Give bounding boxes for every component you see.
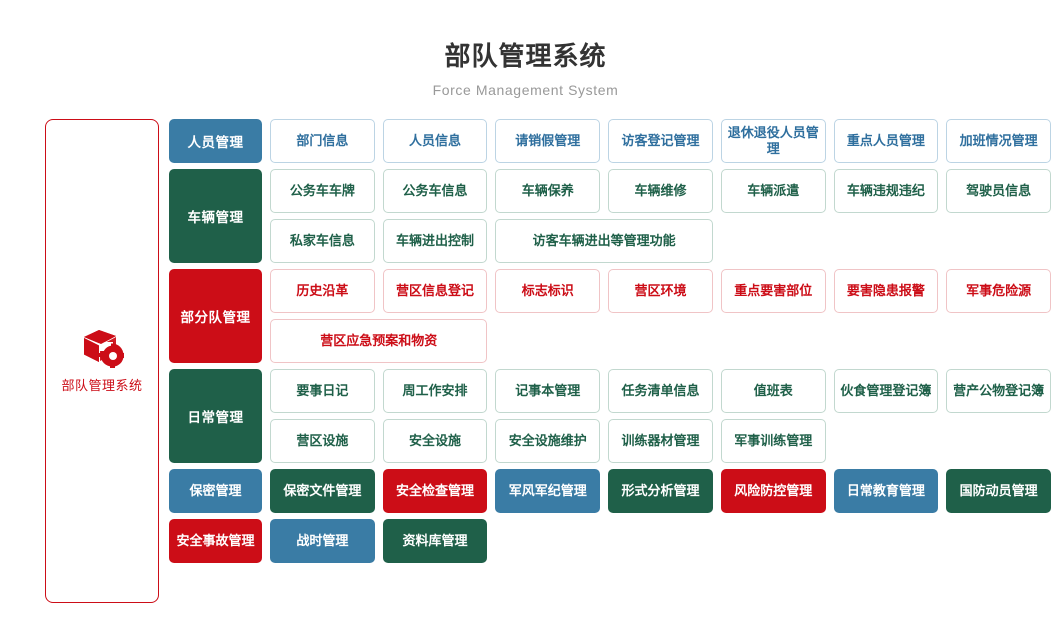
module-tile[interactable]: 公务车车牌 [270,169,375,213]
page-subtitle: Force Management System [432,82,619,98]
module-tile[interactable]: 部门信息 [270,119,375,163]
module-grid: 人员管理 部门信息 人员信息 请销假管理 访客登记管理 退休退役人员管理 重点人… [169,119,1051,569]
module-tile[interactable]: 私家车信息 [270,219,375,263]
module-tile[interactable]: 要害隐患报警 [833,269,939,313]
category-row: 营区应急预案和物资 [270,319,1051,363]
module-tile[interactable]: 重点人员管理 [833,119,939,163]
category-row: 公务车车牌 公务车信息 车辆保养 车辆维修 车辆派遣 车辆违规违纪 驾驶员信息 [270,169,1051,213]
module-tile[interactable]: 驾驶员信息 [946,169,1051,213]
module-tile[interactable]: 伙食管理登记簿 [833,369,939,413]
module-tile[interactable]: 车辆派遣 [720,169,826,213]
category-block-subunit: 部分队管理 历史沿革 营区信息登记 标志标识 营区环境 重点要害部位 要害隐患报… [169,269,1051,363]
category-rows-subunit: 历史沿革 营区信息登记 标志标识 营区环境 重点要害部位 要害隐患报警 军事危险… [270,269,1051,363]
module-tile[interactable]: 形式分析管理 [608,469,713,513]
module-tile[interactable]: 战时管理 [270,519,375,563]
module-tile[interactable]: 营区应急预案和物资 [270,319,488,363]
module-tile[interactable]: 人员信息 [382,119,488,163]
module-tile[interactable]: 周工作安排 [382,369,488,413]
module-tile[interactable]: 日常教育管理 [833,469,939,513]
module-tile[interactable]: 军事危险源 [946,269,1051,313]
module-tile[interactable]: 风险防控管理 [720,469,826,513]
module-tile[interactable]: 车辆维修 [608,169,713,213]
module-tile[interactable]: 车辆违规违纪 [833,169,939,213]
module-tile[interactable]: 车辆保养 [495,169,601,213]
category-row: 部门信息 人员信息 请销假管理 访客登记管理 退休退役人员管理 重点人员管理 加… [270,119,1051,163]
module-tile[interactable]: 营区环境 [608,269,713,313]
module-tile[interactable]: 营区信息登记 [382,269,488,313]
category-block-vehicle: 车辆管理 公务车车牌 公务车信息 车辆保养 车辆维修 车辆派遣 车辆违规违纪 驾… [169,169,1051,263]
module-tile[interactable]: 历史沿革 [270,269,375,313]
module-tile[interactable]: 军风军纪管理 [495,469,601,513]
module-tile[interactable]: 访客车辆进出等管理功能 [495,219,713,263]
category-label-personnel[interactable]: 人员管理 [169,119,262,163]
bottom-row-2: 安全事故管理 战时管理 资料库管理 [169,519,1051,563]
module-tile[interactable]: 训练器材管理 [608,419,713,463]
module-tile[interactable]: 营区设施 [270,419,375,463]
module-tile[interactable]: 访客登记管理 [608,119,713,163]
module-tile[interactable]: 资料库管理 [382,519,488,563]
module-tile[interactable]: 营产公物登记簿 [946,369,1051,413]
page-title: 部队管理系统 [444,41,607,71]
module-tile[interactable]: 保密文件管理 [270,469,375,513]
bottom-row-1: 保密管理 保密文件管理 安全检查管理 军风军纪管理 形式分析管理 风险防控管理 … [169,469,1051,513]
sidebar[interactable]: 部队管理系统 [45,119,159,603]
category-rows-vehicle: 公务车车牌 公务车信息 车辆保养 车辆维修 车辆派遣 车辆违规违纪 驾驶员信息 … [270,169,1051,263]
module-tile[interactable]: 安全事故管理 [169,519,262,563]
category-row: 营区设施 安全设施 安全设施维护 训练器材管理 军事训练管理 [270,419,1051,463]
category-row: 历史沿革 营区信息登记 标志标识 营区环境 重点要害部位 要害隐患报警 军事危险… [270,269,1051,313]
page-header: 部队管理系统 Force Management System [0,0,1051,98]
module-tile[interactable]: 安全检查管理 [382,469,488,513]
cube-gear-icon [80,328,126,369]
module-tile[interactable]: 要事日记 [270,369,375,413]
module-tile[interactable]: 国防动员管理 [946,469,1051,513]
module-tile[interactable]: 车辆进出控制 [382,219,488,263]
category-label-subunit[interactable]: 部分队管理 [169,269,262,363]
module-tile[interactable]: 值班表 [720,369,826,413]
category-label-daily[interactable]: 日常管理 [169,369,262,463]
module-tile[interactable]: 军事训练管理 [720,419,826,463]
category-label-vehicle[interactable]: 车辆管理 [169,169,262,263]
category-block-daily: 日常管理 要事日记 周工作安排 记事本管理 任务清单信息 值班表 伙食管理登记簿… [169,369,1051,463]
module-tile[interactable]: 安全设施 [382,419,488,463]
category-rows-personnel: 部门信息 人员信息 请销假管理 访客登记管理 退休退役人员管理 重点人员管理 加… [270,119,1051,163]
module-tile[interactable]: 加班情况管理 [946,119,1051,163]
module-tile[interactable]: 任务清单信息 [608,369,713,413]
module-tile[interactable]: 请销假管理 [495,119,601,163]
module-tile[interactable]: 保密管理 [169,469,262,513]
module-tile[interactable]: 退休退役人员管理 [720,119,826,163]
module-tile[interactable]: 公务车信息 [382,169,488,213]
category-row: 要事日记 周工作安排 记事本管理 任务清单信息 值班表 伙食管理登记簿 营产公物… [270,369,1051,413]
module-tile[interactable]: 记事本管理 [495,369,601,413]
module-tile[interactable]: 标志标识 [495,269,601,313]
sidebar-label: 部队管理系统 [61,378,143,393]
body-container: 部队管理系统 人员管理 部门信息 人员信息 请销假管理 访客登记管理 退休退役人… [0,98,1051,603]
category-rows-daily: 要事日记 周工作安排 记事本管理 任务清单信息 值班表 伙食管理登记簿 营产公物… [270,369,1051,463]
category-row: 私家车信息 车辆进出控制 访客车辆进出等管理功能 [270,219,1051,263]
category-block-personnel: 人员管理 部门信息 人员信息 请销假管理 访客登记管理 退休退役人员管理 重点人… [169,119,1051,163]
module-tile[interactable]: 安全设施维护 [495,419,601,463]
module-tile[interactable]: 重点要害部位 [720,269,826,313]
